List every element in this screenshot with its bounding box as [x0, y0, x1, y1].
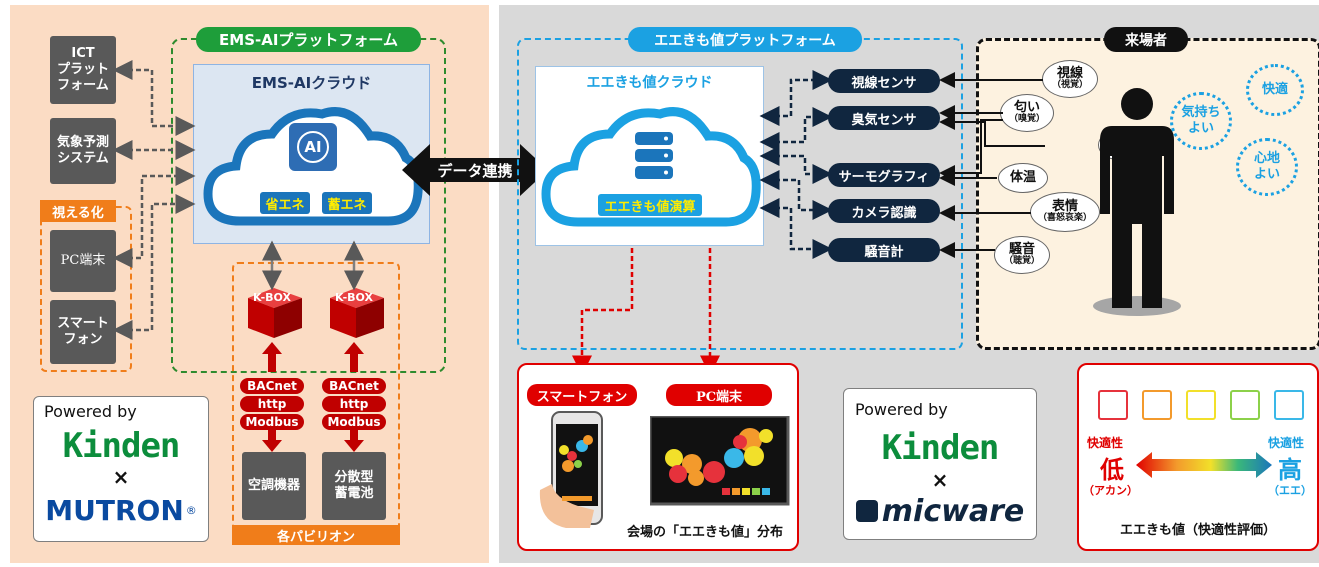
input-connectors	[939, 72, 1045, 258]
low-comfort-label: 快適性	[1087, 436, 1124, 450]
comfort-gradient-arrow	[1136, 452, 1272, 478]
eekimochi-platform-title: エエきも値プラットフォーム	[628, 27, 862, 52]
input-gaze-bubble: 視線（視覚）	[1042, 60, 1098, 98]
protocol-modbus: Modbus	[322, 414, 386, 430]
distribution-connectors	[572, 248, 720, 376]
noise-meter-sensor: 騒音計	[828, 238, 940, 262]
comfort-faces-row	[1098, 390, 1304, 420]
smartphone-illustration	[539, 411, 603, 528]
cross-mark: ×	[931, 468, 949, 492]
kbox-cube-icon	[248, 288, 302, 338]
data-link-label: データ連携	[437, 161, 513, 180]
low-note: （アカン）	[1083, 484, 1138, 497]
ems-ai-cloud-label: EMS-AIクラウド	[251, 73, 372, 92]
pc-terminal-box: PC端末	[50, 230, 116, 292]
sensor-connectors	[759, 70, 833, 259]
face-content-icon	[1230, 390, 1260, 420]
odor-sensor: 臭気センサ	[828, 106, 940, 130]
powered-by-card-left	[33, 396, 209, 542]
powered-by-text: Powered by	[855, 400, 948, 419]
mutron-logo: MUTRON®	[45, 493, 197, 527]
comfort-scale-caption: エエきも値（快適性評価）	[1119, 522, 1276, 538]
weather-forecast-box: 気象予測 システム	[50, 118, 116, 184]
thermography-sensor: サーモグラフィ	[828, 163, 940, 187]
face-neutral-icon	[1186, 390, 1216, 420]
kbox-label: K-BOX	[335, 290, 373, 304]
protocol-http: http	[240, 396, 304, 412]
distributed-battery-box: 分散型 蓄電池	[322, 452, 386, 520]
ai-text: AI	[297, 131, 329, 163]
feeling-comfortable-bubble: 快適	[1246, 64, 1304, 116]
input-expression-bubble: 表情（喜怒哀楽）	[1030, 192, 1100, 232]
eekimochi-cloud-icon	[541, 107, 761, 227]
kbox-label: K-BOX	[253, 290, 291, 304]
high-comfort-label: 快適性	[1268, 436, 1305, 450]
high-value: 高	[1278, 456, 1302, 484]
kbox-cube-icon	[330, 288, 384, 338]
pc-terminal-tag: PC端末	[666, 384, 772, 406]
low-value: 低	[1100, 456, 1124, 484]
camera-recognition-sensor: カメラ認識	[828, 199, 940, 223]
smartphone-box: スマート フォン	[50, 300, 116, 364]
face-unhappy-icon	[1098, 390, 1128, 420]
protocol-bacnet: BACnet	[240, 378, 304, 394]
visitor-silhouette	[1093, 88, 1181, 316]
energy-saving-badge: 省エネ	[260, 192, 310, 214]
eekimochi-cloud-label: エエきも値クラウド	[586, 75, 713, 91]
kinden-logo: Kinden	[881, 428, 1000, 468]
micware-logo: micware	[843, 492, 1037, 530]
smartphone-tag: スマートフォン	[527, 384, 637, 406]
feeling-good-bubble: 気持ち よい	[1170, 92, 1232, 150]
input-smell-bubble: 匂い（嗅覚）	[1000, 94, 1054, 132]
protocol-modbus: Modbus	[240, 414, 304, 430]
high-note: （エエ）	[1268, 484, 1312, 497]
pc-monitor-illustration	[650, 416, 790, 506]
protocol-bacnet: BACnet	[322, 378, 386, 394]
cross-mark: ×	[112, 465, 130, 489]
ict-platform-box: ICT プラット フォーム	[50, 36, 116, 104]
feeling-pleasant-bubble: 心地 よい	[1236, 138, 1298, 196]
energy-storage-badge: 蓄エネ	[322, 192, 372, 214]
air-conditioning-box: 空調機器	[242, 452, 306, 520]
visitors-title: 来場者	[1104, 27, 1188, 52]
ai-chip-icon: AI	[289, 123, 337, 171]
ems-ai-platform-title: EMS-AIプラットフォーム	[196, 27, 421, 52]
eekimochi-calc-badge: エエきも値演算	[598, 194, 702, 216]
distribution-caption: 会場の「エエきも値」分布	[626, 524, 783, 540]
comfort-scale-box	[1077, 363, 1319, 551]
face-happy-icon	[1274, 390, 1304, 420]
face-sad-icon	[1142, 390, 1172, 420]
input-noise-bubble: 騒音（聴覚）	[994, 236, 1050, 274]
data-link-arrow	[402, 144, 548, 196]
kinden-logo: Kinden	[62, 426, 181, 466]
visualize-title: 視える化	[40, 200, 116, 222]
powered-by-text: Powered by	[44, 402, 137, 421]
protocol-http: http	[322, 396, 386, 412]
gaze-sensor: 視線センサ	[828, 69, 940, 93]
input-body-temp-bubble: 体温	[998, 163, 1048, 193]
left-connectors	[112, 60, 364, 452]
pavilion-label: 各パビリオン	[232, 525, 400, 545]
